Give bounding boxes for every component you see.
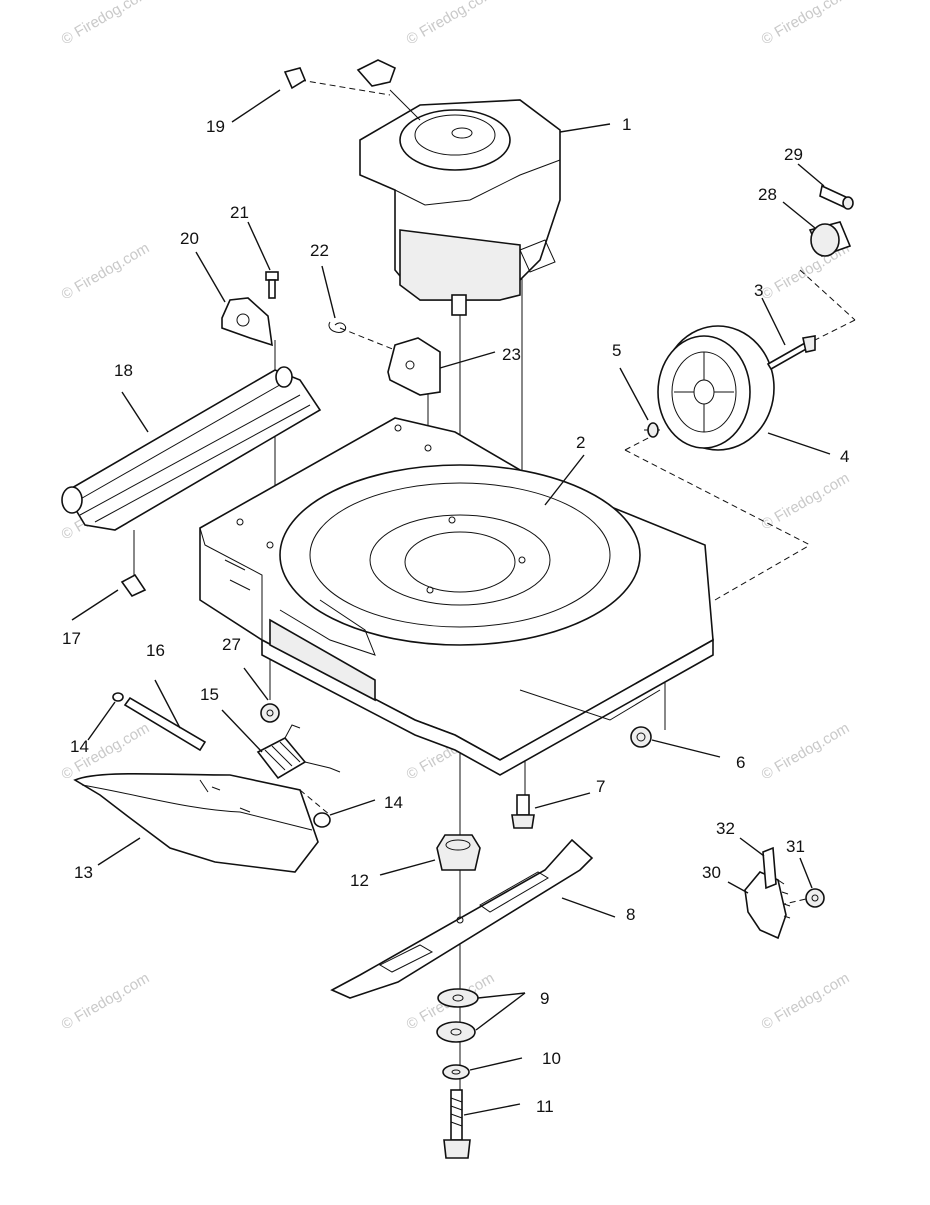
callout-label-16: 16 (146, 641, 165, 660)
callout-label-20: 20 (180, 229, 199, 248)
part-27-nut (260, 703, 280, 723)
part-4-wheel (657, 325, 775, 451)
callout-label-17: 17 (62, 629, 81, 648)
callout-label-12: 12 (350, 871, 369, 890)
part-10-lock-washer (442, 1064, 470, 1080)
callout-label-29: 29 (784, 145, 803, 164)
label-leader-lines (71, 89, 831, 1116)
part-15-spring (256, 724, 341, 780)
part-5-washer (647, 422, 659, 438)
callout-label-21: 21 (230, 203, 249, 222)
part-20-bracket (221, 297, 273, 347)
callout-label-22: 22 (310, 241, 329, 260)
callout-label-23: 23 (502, 345, 521, 364)
watermark-text: © Firedog.com (759, 969, 853, 1033)
watermark-text: © Firedog.com (759, 719, 853, 783)
callout-label-2: 2 (576, 433, 585, 452)
callout-label-10: 10 (542, 1049, 561, 1068)
watermark-text: © Firedog.com (59, 969, 153, 1033)
watermark-text: © Firedog.com (59, 0, 153, 48)
callout-label-14a: 14 (70, 737, 89, 756)
callout-label-28: 28 (758, 185, 777, 204)
callout-label-5: 5 (612, 341, 621, 360)
watermark-text: © Firedog.com (759, 0, 853, 48)
callout-label-19: 19 (206, 117, 225, 136)
callout-label-8: 8 (626, 905, 635, 924)
callout-label-30: 30 (702, 863, 721, 882)
part-19-clip (283, 67, 307, 90)
callout-label-31: 31 (786, 837, 805, 856)
callout-label-9: 9 (540, 989, 549, 1008)
part-8-blade (330, 838, 594, 999)
callout-label-15: 15 (200, 685, 219, 704)
engine-part (356, 59, 561, 316)
part-21-bolt (265, 271, 279, 299)
part-18-rear-bar (61, 366, 322, 531)
part-16-rod (123, 696, 207, 752)
callout-label-11: 11 (536, 1097, 554, 1116)
part-30-height-adjuster (744, 871, 791, 940)
part-12-blade-adapter (436, 834, 481, 871)
part-23-bracket (387, 337, 441, 396)
part-7-bolt (511, 794, 535, 829)
callout-label-13: 13 (74, 863, 93, 882)
callout-label-27: 27 (222, 635, 241, 654)
part-11-blade-bolt (443, 1089, 471, 1159)
part-32-lever (762, 846, 777, 890)
watermark-text: © Firedog.com (404, 0, 498, 48)
part-28-cap (808, 221, 852, 257)
part-13-flap (73, 772, 319, 873)
watermark-text: © Firedog.com (59, 239, 153, 303)
part-6-nut (630, 726, 652, 748)
callout-label-7: 7 (596, 777, 605, 796)
part-17-clip (120, 573, 147, 598)
mower-deck-part (199, 417, 714, 776)
callout-label-32: 32 (716, 819, 735, 838)
part-3-wheel-bolt (766, 335, 816, 371)
part-22-pin (328, 321, 347, 333)
callout-label-3: 3 (754, 281, 763, 300)
callout-label-4: 4 (840, 447, 849, 466)
part-29-plug (819, 184, 854, 210)
part-14-cap-left (112, 692, 124, 702)
callout-label-6: 6 (736, 753, 745, 772)
callout-label-18: 18 (114, 361, 133, 380)
callout-labels: 1234567891011121314141516171819202122232… (62, 115, 849, 1116)
watermark-text: © Firedog.com (759, 469, 853, 533)
part-14-cap-right (313, 812, 331, 828)
callout-label-1: 1 (622, 115, 631, 134)
part-31-nut (805, 888, 825, 908)
callout-label-14b: 14 (384, 793, 403, 812)
part-9-washers (436, 988, 479, 1043)
